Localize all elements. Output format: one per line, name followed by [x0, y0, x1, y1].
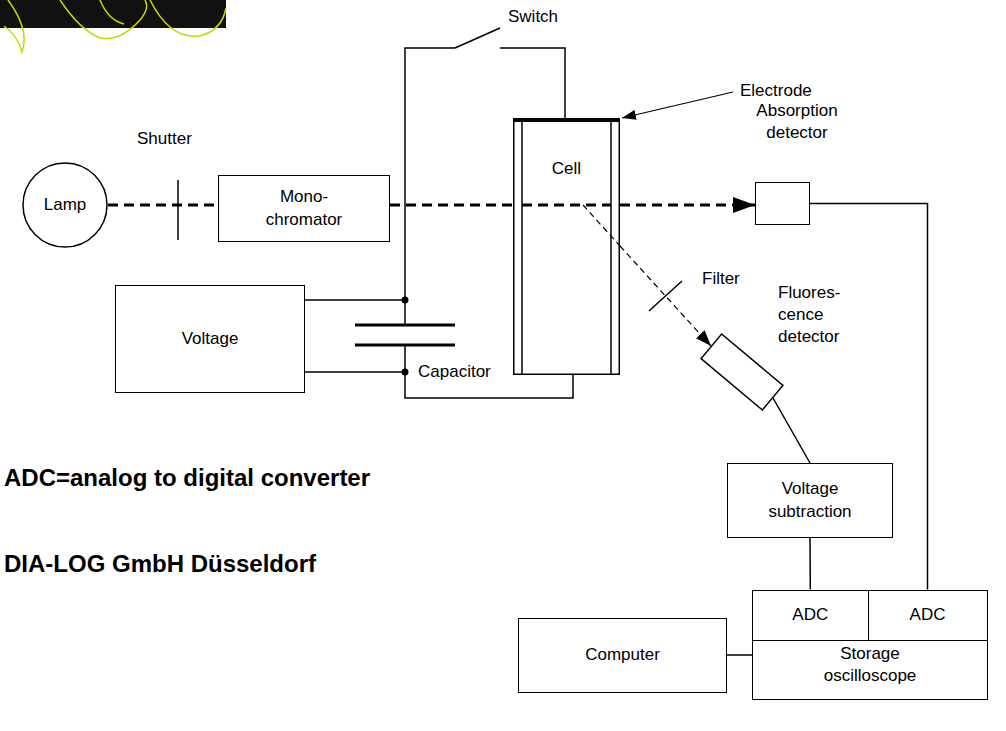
oscilloscope-box: Storage oscilloscope ADC ADC: [752, 590, 988, 700]
lamp-label: Lamp: [44, 194, 87, 216]
part-label: Electrode: [740, 80, 812, 102]
junction-dot: [402, 297, 409, 304]
wire: [305, 299, 405, 301]
light-beam: [620, 246, 711, 346]
leader-line: [622, 92, 733, 118]
switch-blade: [455, 28, 500, 48]
box-label: Voltage subtraction: [750, 478, 870, 522]
wire: [405, 48, 455, 300]
electrode-plate: [610, 118, 612, 375]
box-label: Voltage: [182, 328, 239, 350]
lamp-circle: Lamp: [22, 162, 108, 248]
box-label: ADC: [910, 604, 946, 626]
detector-box: [701, 334, 783, 410]
circle-shape: [23, 163, 107, 247]
note-text: ADC=analog to digital converter: [4, 462, 370, 493]
signal-wire: [727, 654, 752, 656]
signal-wire: [773, 398, 810, 463]
electrode-plate: [521, 118, 523, 375]
absorption-detector: Absorption detector: [742, 100, 852, 228]
box-label: ADC: [792, 604, 828, 626]
signal-wire: [809, 538, 811, 590]
detector-label: Absorption detector: [742, 100, 852, 144]
wire: [500, 48, 565, 118]
corner-swirl: [100, 0, 124, 24]
part-label: Filter: [702, 268, 740, 290]
detector-box: [755, 182, 810, 225]
computer-box: Computer: [518, 618, 727, 693]
filter-symbol: [649, 281, 682, 311]
note-text: DIA-LOG GmbH Düsseldorf: [4, 548, 316, 579]
corner-swirl: [150, 0, 226, 36]
electrode-top: [513, 118, 620, 122]
cell-label: Cell: [552, 158, 581, 180]
junction-dot: [402, 369, 409, 376]
box-label: Mono- chromator: [254, 186, 354, 230]
subtraction-box: Voltage subtraction: [727, 463, 893, 538]
light-beam: [390, 204, 513, 207]
wire: [404, 300, 406, 325]
light-beam: [620, 204, 755, 207]
adc-box: ADC: [868, 590, 988, 642]
fluorescence-detector: Fluores- cence detector: [700, 280, 865, 420]
light-beam: [108, 204, 218, 207]
cell-outline: [513, 118, 620, 375]
oscilloscope-label: Storage oscilloscope: [810, 643, 930, 687]
shutter-symbol: [177, 180, 179, 240]
capacitor-plate: [355, 324, 455, 327]
cell-box: Cell: [513, 118, 620, 375]
light-beam: [522, 204, 611, 207]
adc-box: ADC: [752, 590, 870, 642]
part-label: Capacitor: [418, 361, 491, 383]
corner-swirl: [60, 0, 147, 39]
fluorescence-beam: [583, 205, 620, 246]
corner-swirl: [4, 0, 24, 52]
box-label: Computer: [585, 644, 660, 666]
wire: [305, 371, 405, 373]
detector-label: Fluores- cence detector: [778, 282, 863, 348]
part-label: Shutter: [137, 128, 192, 150]
part-label: Switch: [508, 6, 558, 28]
voltage-box: Voltage: [115, 285, 305, 393]
wire: [405, 345, 573, 398]
corner-banner: [0, 0, 226, 28]
monochromator-box: Mono- chromator: [218, 175, 390, 242]
electrode-plate: [514, 119, 620, 375]
